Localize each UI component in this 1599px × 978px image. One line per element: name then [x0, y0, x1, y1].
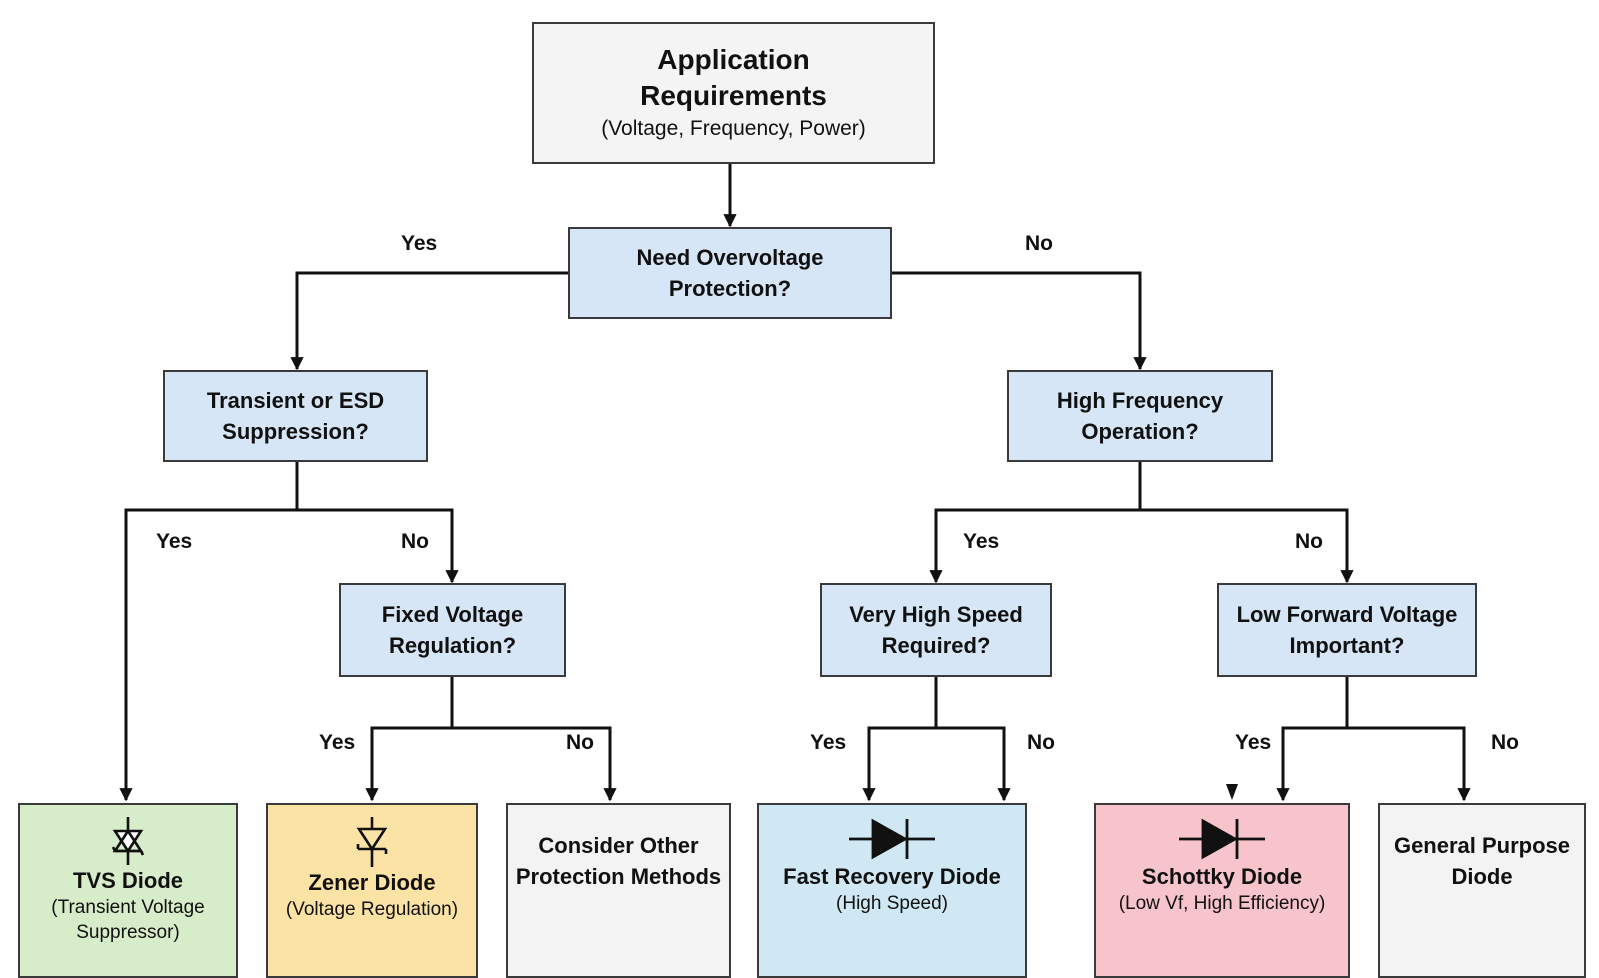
decision-fixed-line1: Fixed Voltage [381, 602, 524, 627]
decision-transient-line1: Transient or ESD [206, 388, 385, 413]
result-other-line1: Consider Other [538, 832, 699, 858]
result-consider-other-methods: Consider Other Protection Methods [506, 803, 731, 978]
connector-transient-no [297, 508, 459, 584]
decision-speed-line2: Required? [881, 633, 991, 658]
connector-lowvf-no [1347, 726, 1471, 802]
result-schottky-sub: (Low Vf, High Efficiency) [1118, 893, 1326, 914]
result-schottky-title: Schottky Diode [1141, 864, 1303, 889]
label-transient-no: No [401, 530, 429, 553]
label-lowvf-yes: Yes [1235, 731, 1272, 754]
label-fixed-yes: Yes [319, 731, 356, 754]
result-fast-recovery-title: Fast Recovery Diode [783, 864, 1001, 889]
decision-transient-esd: Transient or ESD Suppression? [163, 370, 428, 462]
result-tvs-sub-line2: Suppressor) [76, 922, 180, 943]
result-zener-diode: Zener Diode (Voltage Regulation) [266, 803, 478, 978]
result-zener-title: Zener Diode [308, 870, 436, 895]
result-tvs-diode: TVS Diode (Transient Voltage Suppressor) [18, 803, 238, 978]
label-overvoltage-yes: Yes [401, 232, 438, 255]
result-general-purpose-diode: General Purpose Diode [1378, 803, 1586, 978]
decision-low-forward-voltage: Low Forward Voltage Important? [1217, 583, 1477, 677]
decision-speed-line1: Very High Speed [849, 602, 1023, 627]
label-speed-yes: Yes [810, 731, 847, 754]
label-fixed-no: No [566, 731, 594, 754]
schottky-diode-symbol-icon [1179, 818, 1265, 860]
decision-transient-line2: Suppression? [222, 419, 369, 444]
decision-overvoltage-line2: Protection? [668, 276, 792, 301]
decision-overvoltage-line1: Need Overvoltage [636, 245, 824, 270]
connector-speed-no [936, 726, 1011, 802]
connector-hf-no [1140, 508, 1354, 584]
zener-diode-symbol-icon [356, 817, 388, 867]
connector-transient-yes [119, 508, 297, 802]
result-zener-sub: (Voltage Regulation) [285, 899, 459, 920]
result-fast-recovery-diode: Fast Recovery Diode (High Speed) [757, 803, 1027, 978]
connector-overvoltage-yes [290, 271, 568, 371]
connector-fixed-yes [365, 726, 452, 802]
decision-lowvf-line1: Low Forward Voltage [1236, 602, 1458, 627]
decision-overvoltage-protection: Need Overvoltage Protection? [568, 227, 892, 319]
connector-overvoltage-no [892, 271, 1147, 371]
connector-lowvf-yes [1276, 726, 1347, 802]
diode-symbol-icon [849, 818, 935, 860]
start-subtitle: (Voltage, Frequency, Power) [601, 117, 866, 140]
start-title-line2: Requirements [640, 80, 827, 111]
result-tvs-sub-line1: (Transient Voltage [51, 897, 205, 918]
label-lowvf-no: No [1491, 731, 1519, 754]
decision-high-frequency: High Frequency Operation? [1007, 370, 1273, 462]
tvs-diode-symbol-icon [111, 817, 145, 865]
result-general-line2: Diode [1451, 863, 1513, 889]
label-speed-no: No [1027, 731, 1055, 754]
start-box-application-requirements: Application Requirements (Voltage, Frequ… [532, 22, 935, 164]
connector-hf-yes [929, 508, 1140, 584]
label-hf-yes: Yes [963, 530, 1000, 553]
decision-very-high-speed: Very High Speed Required? [820, 583, 1052, 677]
decision-fixed-voltage: Fixed Voltage Regulation? [339, 583, 566, 677]
result-fast-recovery-sub: (High Speed) [836, 893, 948, 914]
result-other-line2: Protection Methods [515, 863, 722, 889]
decision-hf-line2: Operation? [1081, 419, 1199, 444]
result-tvs-title: TVS Diode [72, 868, 183, 893]
connector-lowvf-yes-extra-arrow [1226, 784, 1238, 800]
decision-lowvf-line2: Important? [1289, 633, 1405, 658]
decision-hf-line1: High Frequency [1056, 388, 1224, 413]
connector-fixed-no [452, 726, 617, 802]
connector-speed-yes [862, 726, 936, 802]
label-hf-no: No [1295, 530, 1323, 553]
decision-fixed-line2: Regulation? [388, 633, 517, 658]
result-schottky-diode: Schottky Diode (Low Vf, High Efficiency) [1094, 803, 1350, 978]
label-transient-yes: Yes [156, 530, 193, 553]
result-general-line1: General Purpose [1393, 832, 1571, 858]
label-overvoltage-no: No [1025, 232, 1053, 255]
start-title-line1: Application [657, 44, 810, 75]
